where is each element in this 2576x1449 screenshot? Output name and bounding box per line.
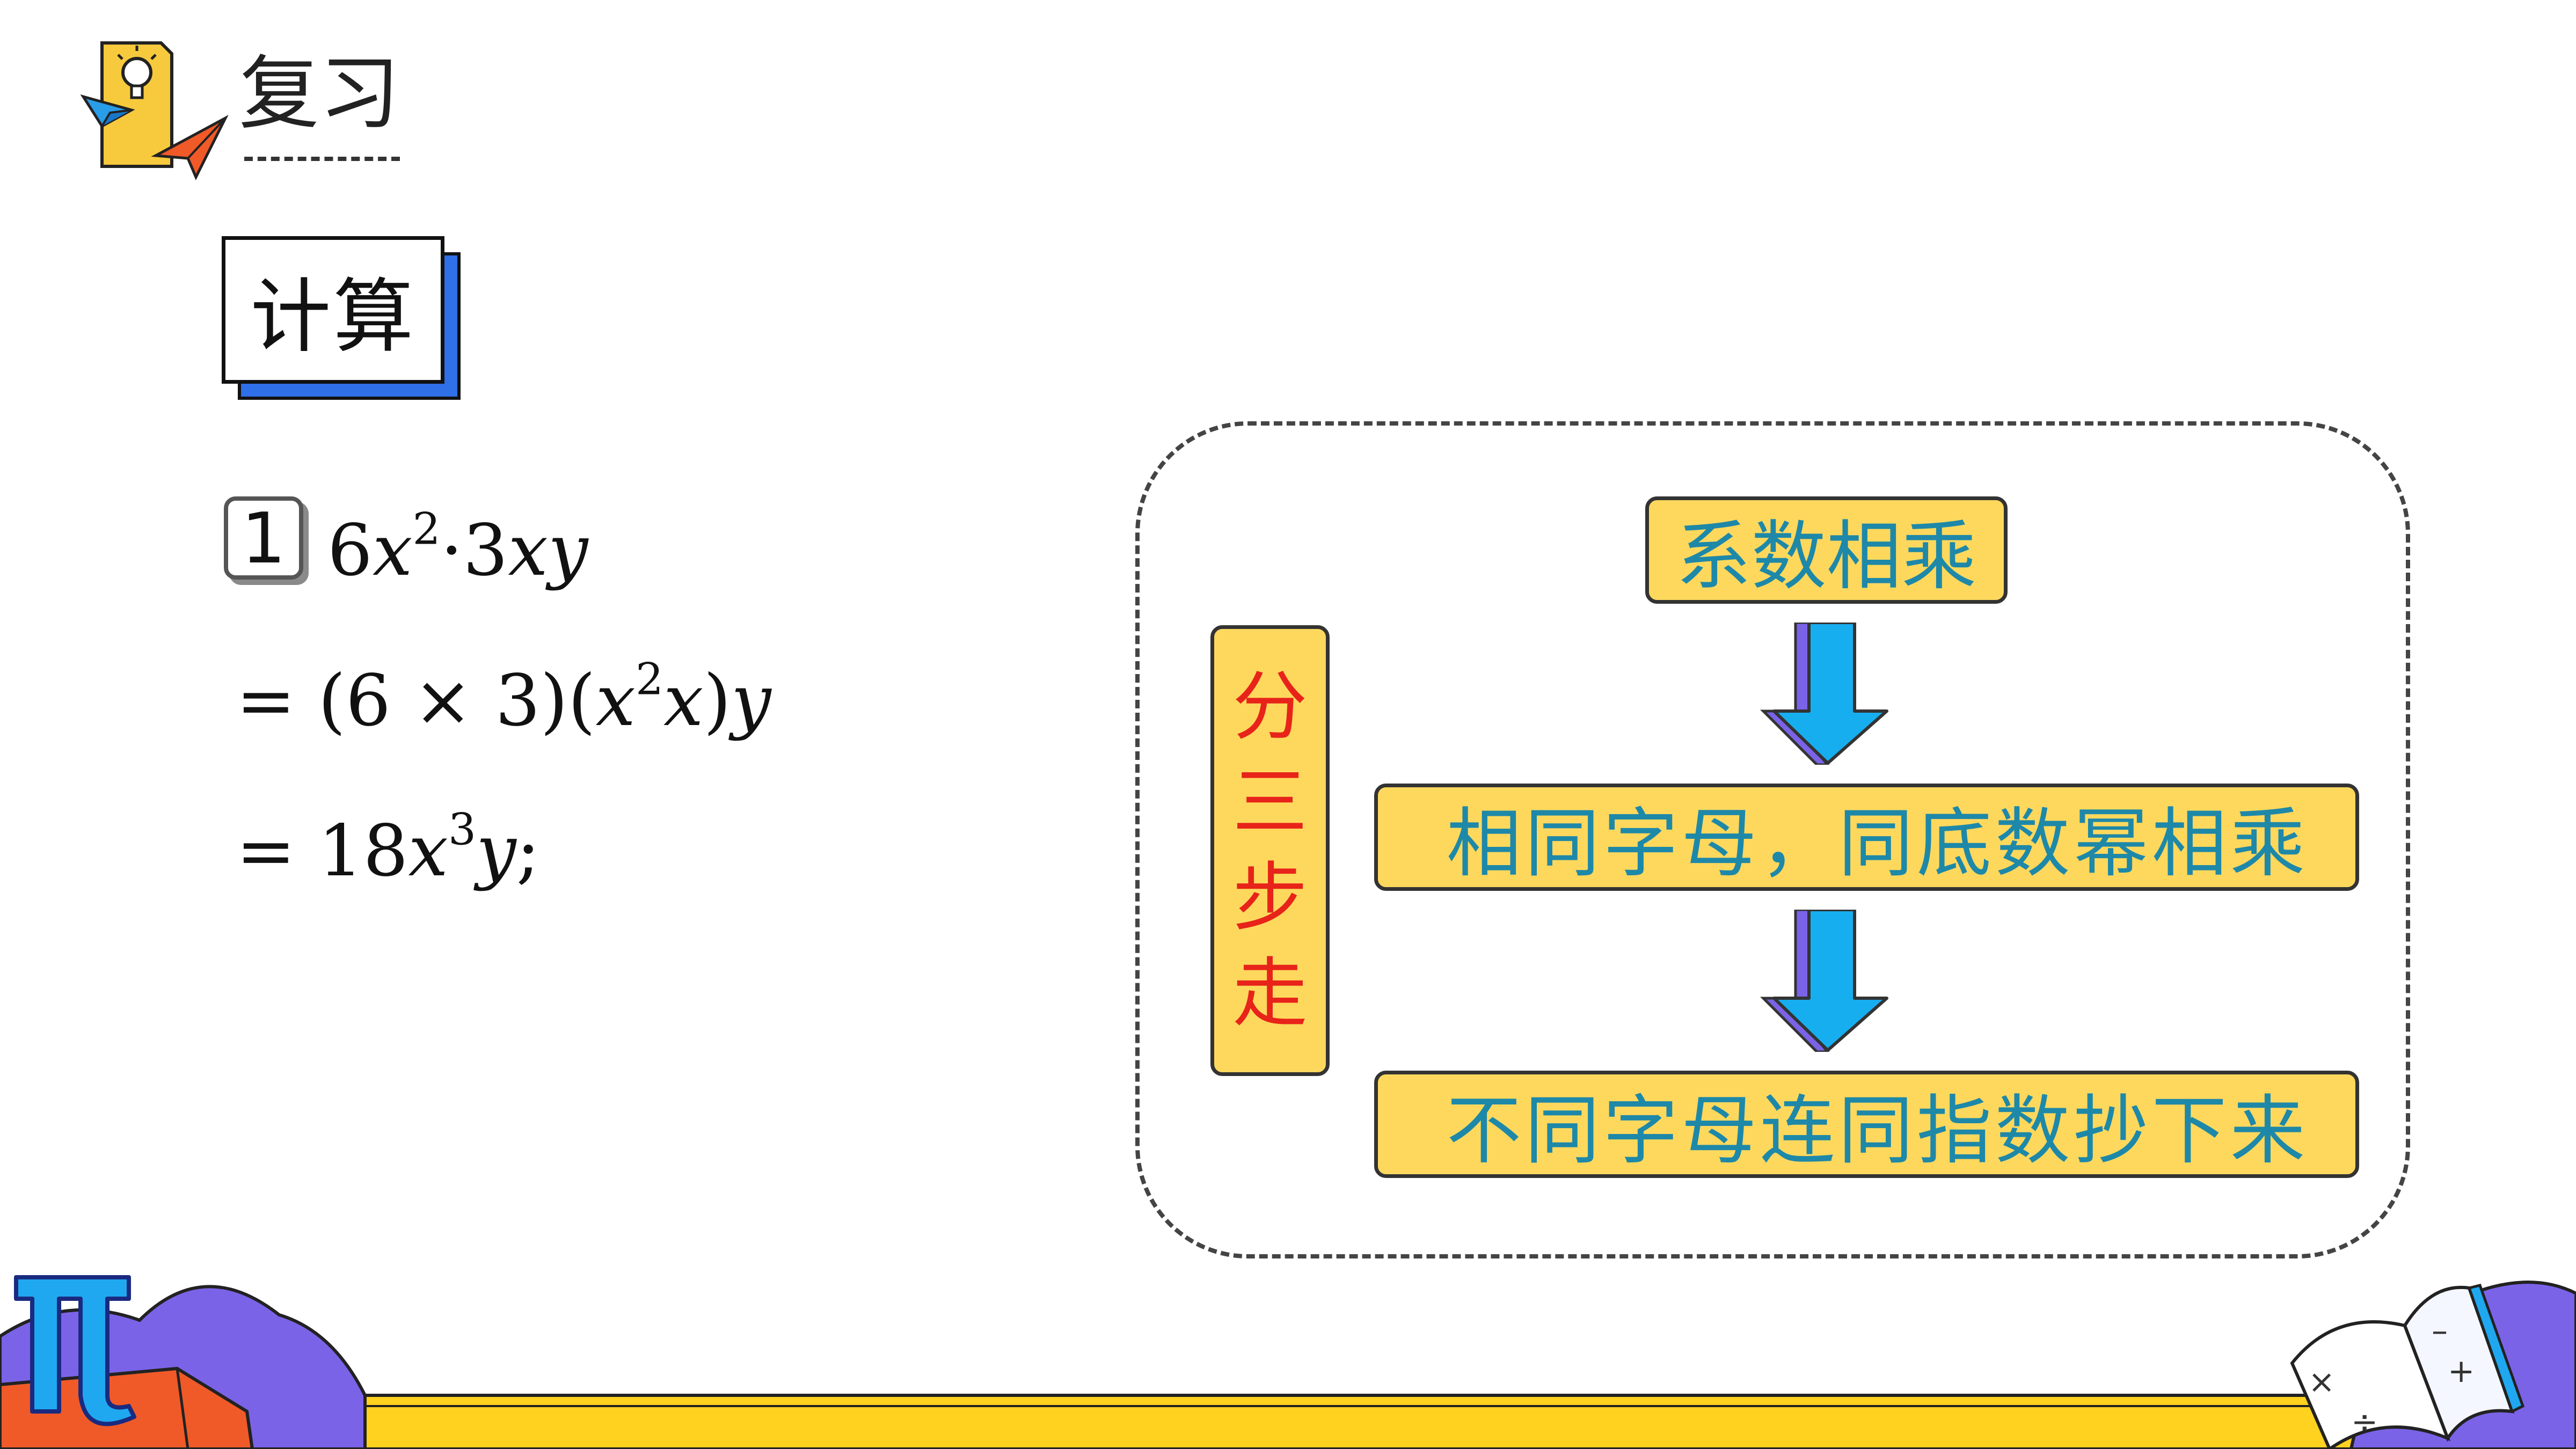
step-box-2: 相同字母，同底数幂相乘 bbox=[1374, 784, 2359, 891]
side-char: 分 bbox=[1232, 663, 1308, 751]
svg-text:×: × bbox=[2308, 1363, 2335, 1401]
svg-text:÷: ÷ bbox=[2351, 1403, 2378, 1441]
problem-number-badge: 1 bbox=[224, 496, 303, 580]
var: x bbox=[408, 810, 448, 892]
method-dashed-box bbox=[1135, 421, 2410, 1258]
page-title: 复习 bbox=[239, 47, 400, 141]
var: y bbox=[548, 509, 588, 592]
math-line-3: = 18x3y; bbox=[236, 808, 540, 887]
exponent: 3 bbox=[448, 804, 477, 855]
exponent: 2 bbox=[412, 503, 441, 555]
side-char: 步 bbox=[1232, 854, 1308, 942]
side-char: 三 bbox=[1232, 759, 1308, 847]
step-text: 系数相乘 bbox=[1676, 513, 1977, 601]
var: x bbox=[663, 660, 704, 742]
term: ; bbox=[516, 810, 541, 892]
math-line-1: 6x2·3xy bbox=[327, 507, 588, 586]
down-arrow-icon bbox=[1760, 623, 1888, 765]
var: x bbox=[372, 509, 413, 592]
term: ) bbox=[703, 660, 732, 742]
calc-label-box: 计算 bbox=[222, 236, 444, 384]
idea-paper-plane-icon bbox=[81, 41, 229, 180]
exponent: 2 bbox=[636, 654, 664, 705]
coef: 6 bbox=[327, 509, 373, 592]
down-arrow-icon bbox=[1760, 910, 1888, 1052]
svg-text:+: + bbox=[2448, 1352, 2475, 1390]
open-book-icon: × ÷ – + bbox=[2290, 1284, 2525, 1449]
var: x bbox=[508, 509, 548, 592]
math-line-2: = (6 × 3)(x2x)y bbox=[236, 657, 771, 736]
three-steps-label: 分 三 步 走 bbox=[1210, 625, 1330, 1076]
title-underline bbox=[244, 157, 400, 161]
step-box-3: 不同字母连同指数抄下来 bbox=[1374, 1071, 2359, 1178]
var: x bbox=[595, 660, 636, 742]
step-box-1: 系数相乘 bbox=[1645, 496, 2008, 604]
svg-text:–: – bbox=[2432, 1312, 2448, 1350]
step-text: 不同字母连同指数抄下来 bbox=[1446, 1087, 2309, 1175]
pi-icon bbox=[14, 1275, 136, 1426]
step-text: 相同字母，同底数幂相乘 bbox=[1446, 800, 2309, 888]
footer-decoration: × ÷ – + bbox=[0, 1275, 2576, 1449]
term: = (6 × 3)( bbox=[236, 660, 596, 742]
term: ·3 bbox=[440, 509, 508, 592]
term: = 18 bbox=[236, 810, 408, 892]
var: y bbox=[731, 660, 771, 742]
var: y bbox=[476, 810, 516, 892]
calc-label: 计算 bbox=[250, 270, 416, 364]
side-char: 走 bbox=[1232, 949, 1308, 1037]
